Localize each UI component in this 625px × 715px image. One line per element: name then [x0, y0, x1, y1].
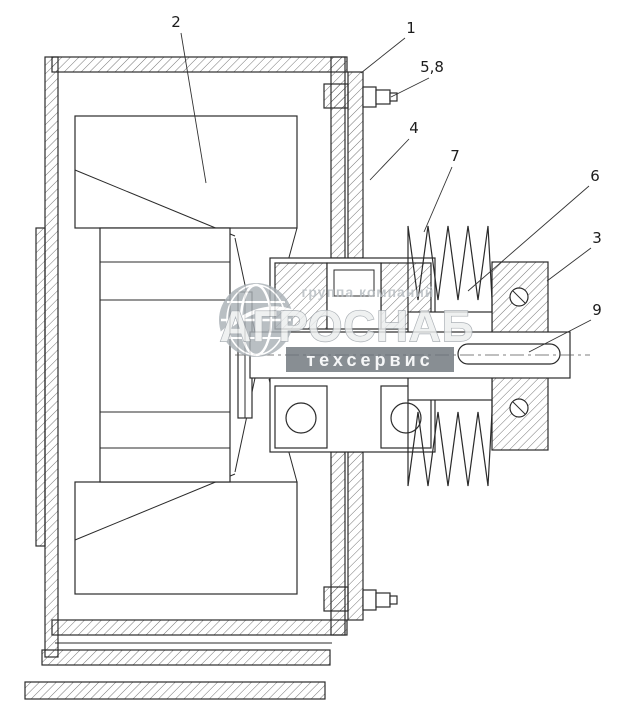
ball-bearing — [390, 402, 422, 434]
ball-bearing — [285, 402, 317, 434]
pulley-grooves-bottom — [407, 400, 493, 487]
watermark-globe-logo — [217, 283, 295, 357]
housing-top-wall — [51, 56, 348, 73]
rotor-upper-block — [74, 115, 298, 229]
housing-left-rib — [35, 227, 46, 547]
bolt-end — [389, 92, 398, 102]
bolt-head — [362, 86, 377, 108]
plug-slot-line — [512, 290, 526, 304]
mount-plate-upper — [347, 71, 364, 259]
rotor-impeller — [74, 115, 298, 595]
bearing-spacer-detail — [333, 269, 375, 297]
fasteners-top — [323, 83, 398, 109]
watermark-band — [286, 347, 454, 372]
leader-line-1 — [360, 37, 406, 74]
fasteners-bottom — [323, 586, 398, 612]
nut — [375, 89, 391, 105]
callout-part6: 6 — [467, 167, 600, 292]
callout-label-3: 3 — [592, 229, 602, 247]
watermark-company-name: АГРОСНАБ — [220, 302, 475, 351]
rotor-upper-blade-line — [74, 169, 236, 237]
flange-lug — [323, 83, 349, 109]
housing-left-wall — [44, 56, 59, 658]
base — [24, 642, 332, 700]
bolt-end — [389, 595, 398, 605]
pulley-grooves-top — [407, 225, 493, 312]
mount-plate — [347, 71, 364, 621]
flange-lug — [323, 586, 349, 612]
leader-line-9 — [528, 319, 592, 353]
callouts: 2 1 5,8 4 7 6 3 9 — [171, 13, 602, 353]
base-plate — [41, 649, 331, 666]
callout-label-1: 1 — [406, 19, 416, 37]
callout-label-4: 4 — [409, 119, 419, 137]
leader-line-4 — [369, 138, 410, 181]
leader-line-3 — [546, 247, 592, 282]
rotor-hub-block — [99, 227, 231, 483]
callout-label-5-8: 5,8 — [420, 58, 444, 76]
callout-label-2: 2 — [171, 13, 181, 31]
globe-swoosh — [217, 306, 295, 338]
watermark-company-type: группа компаний — [301, 284, 434, 300]
plug-slot-line — [512, 401, 526, 415]
leader-line-6 — [467, 185, 590, 292]
callout-label-6: 6 — [590, 167, 600, 185]
housing-bottom-wall — [51, 619, 348, 636]
leader-line-7 — [423, 166, 453, 233]
leader-line-5-8 — [390, 77, 430, 98]
nut — [375, 592, 391, 608]
callout-part9: 9 — [528, 301, 602, 353]
callout-part4: 4 — [369, 119, 419, 181]
callout-label-9: 9 — [592, 301, 602, 319]
callout-part5-8: 5,8 — [390, 58, 444, 98]
rotor-lower-block — [74, 481, 298, 595]
rotor-lower-blade-line — [74, 473, 236, 541]
ground-strip — [24, 681, 326, 700]
mount-plate-lower — [347, 451, 364, 621]
leader-line-2 — [180, 32, 207, 184]
callout-part7: 7 — [423, 147, 460, 233]
callout-label-7: 7 — [450, 147, 460, 165]
watermark: группа компаний АГРОСНАБ техсервис — [217, 283, 475, 372]
callout-part3: 3 — [546, 229, 602, 282]
callout-part1: 1 — [360, 19, 416, 74]
watermark-division: техсервис — [306, 350, 433, 370]
bolt-head — [362, 589, 377, 611]
callout-part2: 2 — [171, 13, 207, 184]
